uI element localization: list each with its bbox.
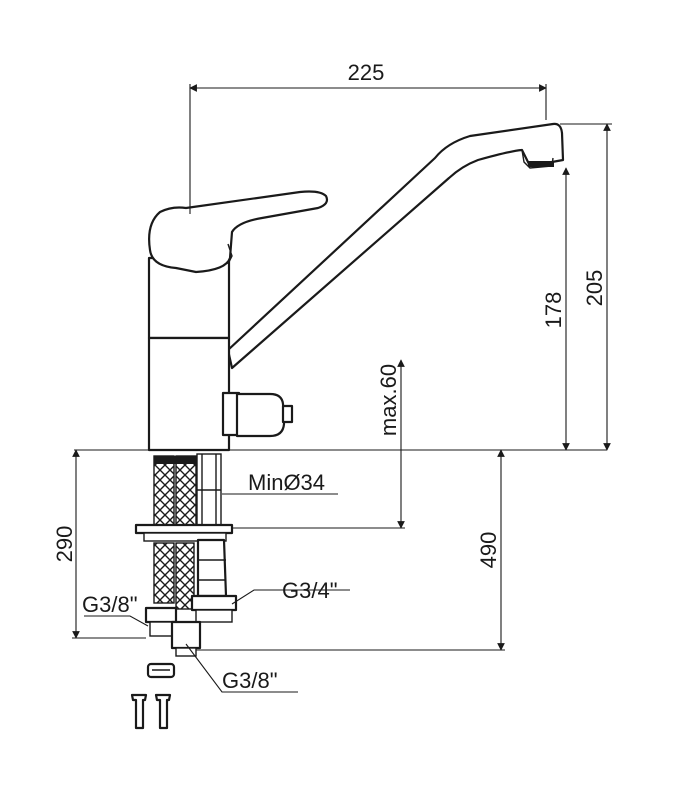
aerator-tip [528,161,554,167]
under-deck-fittings [130,453,238,730]
label-g34: G3/4" [282,578,338,603]
dim-490 [196,449,505,651]
hose-lower-right [175,542,195,610]
stud-right [154,693,172,730]
lever-handle [148,190,329,274]
dim-290 [72,449,146,639]
label-g38-bottom: G3/8" [222,668,278,693]
hose-upper-left [153,455,175,527]
label-178: 178 [541,292,566,329]
leader-g38-left [84,615,149,627]
connector-g34 [196,538,228,598]
label-290: 290 [52,526,77,563]
spout [226,122,565,370]
label-225: 225 [348,60,385,85]
label-205: 205 [582,270,607,307]
leader-g34 [231,589,350,605]
hose-upper-right [175,455,197,527]
label-max60: max.60 [376,364,401,436]
leader-g38-bottom [185,643,298,693]
label-min34: MinØ34 [248,470,325,495]
label-g38-left: G3/8" [82,592,138,617]
body-column-lower [147,336,231,452]
lever-detail [227,243,233,265]
stud-left [130,693,148,730]
dim-225 [189,84,547,214]
dim-205 [560,123,612,451]
dim-max60 [232,359,405,529]
mounting-plate [134,523,234,535]
diverter-valve [221,391,294,438]
hose-lower-left [153,542,175,604]
label-490: 490 [476,532,501,569]
faucet-body [147,122,565,452]
